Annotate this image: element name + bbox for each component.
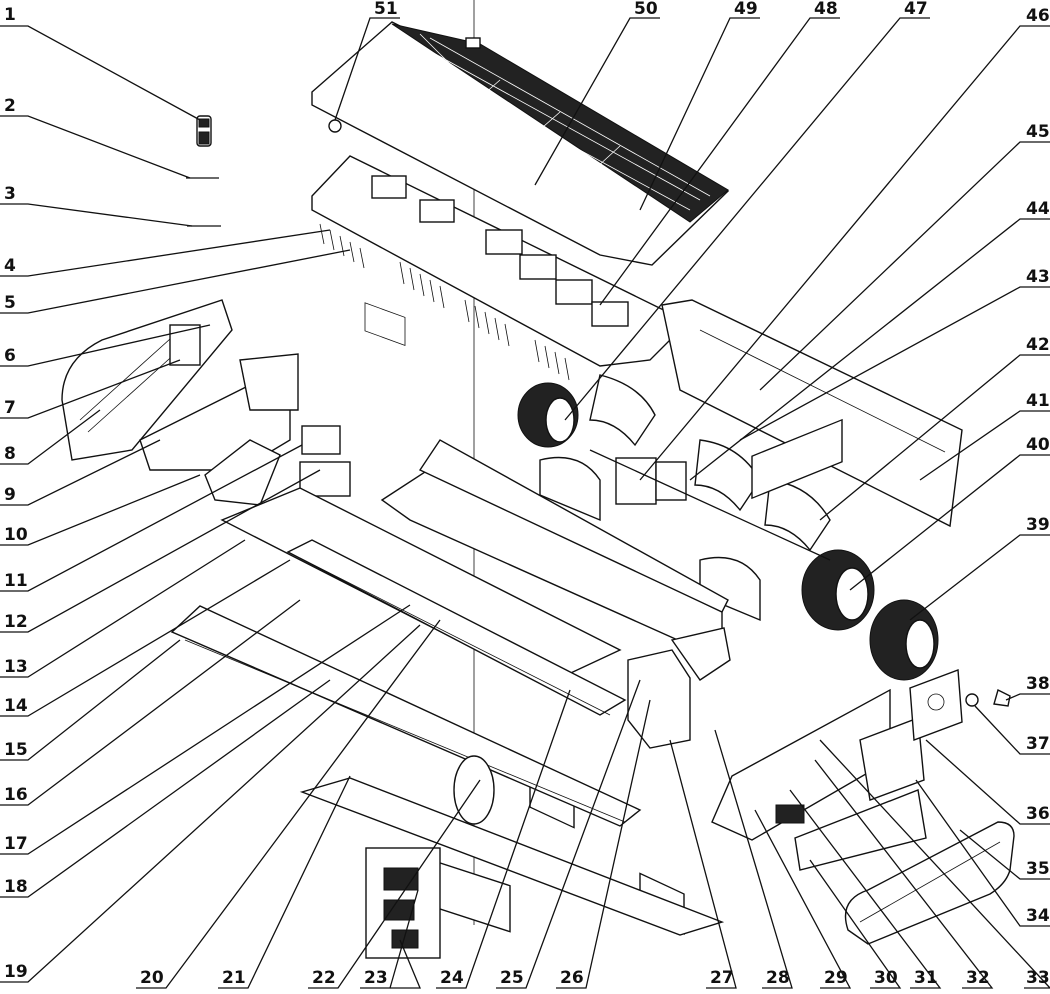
main-chassis bbox=[380, 439, 729, 935]
callout-47: 47 bbox=[904, 0, 928, 19]
right-end-cover-inner bbox=[794, 789, 927, 871]
callout-2: 2 bbox=[4, 96, 16, 116]
callout-31: 31 bbox=[914, 968, 938, 988]
end-cap-part bbox=[993, 688, 1011, 707]
parts-drawing bbox=[61, 0, 1015, 959]
callout-18: 18 bbox=[4, 877, 28, 897]
callout-4: 4 bbox=[4, 256, 16, 276]
callout-labels: 1 2 3 4 5 6 7 8 9 10 11 12 13 14 15 16 1… bbox=[4, 0, 1050, 988]
callout-39: 39 bbox=[1026, 515, 1050, 535]
pcb-inset bbox=[365, 847, 441, 959]
electrical-box bbox=[627, 627, 731, 749]
right-end-cover-outer bbox=[844, 821, 1015, 945]
callout-8: 8 bbox=[4, 444, 16, 464]
callout-7: 7 bbox=[4, 398, 16, 418]
callout-45: 45 bbox=[1026, 122, 1050, 142]
callout-21: 21 bbox=[222, 968, 246, 988]
callout-11: 11 bbox=[4, 571, 28, 591]
right-side-frame bbox=[859, 717, 925, 801]
left-side-cover bbox=[61, 299, 233, 461]
fan-housings bbox=[539, 374, 831, 622]
callout-1: 1 bbox=[4, 5, 16, 25]
top-grille-panel bbox=[311, 21, 730, 266]
callout-15: 15 bbox=[4, 740, 28, 760]
blower-wheel-left bbox=[517, 382, 579, 448]
remote-control-part bbox=[196, 115, 212, 147]
callout-51: 51 bbox=[374, 0, 398, 19]
callout-16: 16 bbox=[4, 785, 28, 805]
right-control-box bbox=[711, 418, 891, 841]
callout-25: 25 bbox=[500, 968, 524, 988]
callout-46: 46 bbox=[1026, 6, 1050, 26]
callout-9: 9 bbox=[4, 485, 16, 505]
callout-29: 29 bbox=[824, 968, 848, 988]
callout-50: 50 bbox=[634, 0, 658, 19]
callout-3: 3 bbox=[4, 184, 16, 204]
back-panel bbox=[661, 299, 963, 528]
callout-23: 23 bbox=[364, 968, 388, 988]
bottom-panel bbox=[299, 755, 725, 936]
callout-44: 44 bbox=[1026, 199, 1050, 219]
filter-frame bbox=[311, 155, 690, 381]
callout-5: 5 bbox=[4, 293, 16, 313]
left-fan-housing bbox=[204, 425, 351, 506]
callout-10: 10 bbox=[4, 525, 28, 545]
callout-28: 28 bbox=[766, 968, 790, 988]
fan-motor bbox=[589, 449, 831, 561]
callout-14: 14 bbox=[4, 696, 28, 716]
bearing-plate bbox=[909, 669, 963, 741]
callout-17: 17 bbox=[4, 834, 28, 854]
callout-43: 43 bbox=[1026, 267, 1050, 287]
callout-22: 22 bbox=[312, 968, 336, 988]
callout-27: 27 bbox=[710, 968, 734, 988]
callout-35: 35 bbox=[1026, 859, 1050, 879]
leader-lines bbox=[0, 17, 1050, 989]
callout-40: 40 bbox=[1026, 435, 1050, 455]
callout-37: 37 bbox=[1026, 734, 1050, 754]
callout-32: 32 bbox=[966, 968, 990, 988]
callout-19: 19 bbox=[4, 962, 28, 982]
callout-12: 12 bbox=[4, 612, 28, 632]
callout-34: 34 bbox=[1026, 906, 1050, 926]
callout-41: 41 bbox=[1026, 391, 1050, 411]
callout-49: 49 bbox=[734, 0, 758, 19]
callout-24: 24 bbox=[440, 968, 464, 988]
callout-38: 38 bbox=[1026, 674, 1050, 694]
callout-20: 20 bbox=[140, 968, 164, 988]
callout-6: 6 bbox=[4, 346, 16, 366]
blower-wheel-mid bbox=[801, 549, 875, 631]
callout-33: 33 bbox=[1026, 968, 1050, 988]
callout-42: 42 bbox=[1026, 335, 1050, 355]
callout-30: 30 bbox=[874, 968, 898, 988]
bearing-part bbox=[965, 693, 979, 707]
callout-48: 48 bbox=[814, 0, 838, 19]
callout-13: 13 bbox=[4, 657, 28, 677]
blower-wheel-right bbox=[869, 599, 939, 681]
swing-louver-assembly bbox=[170, 539, 642, 827]
callout-36: 36 bbox=[1026, 804, 1050, 824]
callout-26: 26 bbox=[560, 968, 584, 988]
